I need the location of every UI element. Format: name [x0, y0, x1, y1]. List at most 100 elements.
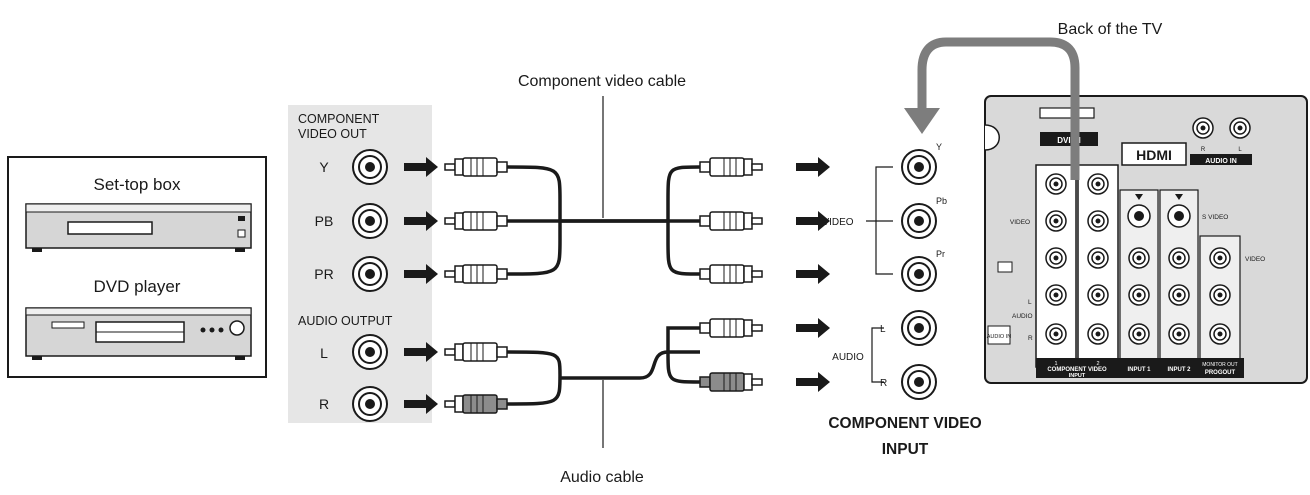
hdmi-label: HDMI: [1136, 147, 1172, 163]
plug-y-left: [444, 157, 508, 177]
dvd-player-icon: [25, 307, 252, 360]
plug-pr-left: [444, 264, 508, 284]
component-video-input-label-1: COMPONENT VIDEO: [828, 415, 981, 432]
bottom-input1-label: INPUT 1: [1127, 367, 1151, 373]
back-of-tv-label: Back of the TV: [1058, 21, 1163, 38]
set-top-box-icon: [25, 203, 252, 252]
source-output-panel: COMPONENT VIDEO OUT AUDIO OUTPUT Y PB PR…: [288, 105, 432, 423]
panel-s-video-label: S VIDEO: [1202, 214, 1228, 221]
bottom-input-label: INPUT: [1069, 373, 1086, 379]
cables: [506, 165, 701, 406]
panel-video-left-label: VIDEO: [1010, 219, 1030, 226]
audio-in-l-label: L: [1238, 147, 1242, 153]
dvd-player-label: DVD player: [94, 277, 181, 296]
tv-arrow-l-icon: [796, 318, 830, 338]
jack-y-label: Y: [319, 159, 329, 175]
panel-jack: [1168, 323, 1190, 345]
panel-jack: [1168, 284, 1190, 306]
tv-pr-label: Pr: [936, 249, 945, 259]
panel-jack: [1087, 210, 1109, 232]
tv-arrow-y-icon: [796, 157, 830, 177]
panel-jack: [1128, 323, 1150, 345]
panel-jack: [1128, 284, 1150, 306]
audio-cable-label: Audio cable: [560, 469, 644, 486]
tv-y-label: Y: [936, 142, 942, 152]
bottom-progout-label: PROGOUT: [1205, 370, 1236, 376]
panel-jack: [1087, 323, 1109, 345]
tv-jack-r: [901, 364, 937, 400]
component-video-out-label-2: VIDEO OUT: [298, 127, 367, 141]
audio-cable-lower: [666, 351, 701, 384]
jack-pr-label: PR: [314, 266, 333, 282]
panel-jack: [1045, 284, 1067, 306]
source-jack-pb: [352, 203, 388, 239]
dvi-in-label: DVI IN: [1057, 136, 1081, 145]
panel-jack: [1045, 173, 1067, 195]
panel-jack: [1209, 247, 1231, 269]
plug-pr-right: [699, 264, 763, 284]
audio-in-l-jack: [1229, 117, 1251, 139]
tv-jack-y: [901, 149, 937, 185]
panel-audio-in-small-label: AUDIO IN: [987, 334, 1011, 340]
plug-pb-left: [444, 211, 508, 231]
panel-jack: [1168, 247, 1190, 269]
tv-r-label: R: [880, 378, 887, 389]
panel-jack: [1128, 247, 1150, 269]
tv-l-label: L: [880, 324, 886, 335]
panel-jack: [1087, 247, 1109, 269]
audio-group-label: AUDIO: [832, 352, 864, 363]
source-jack-l: [352, 334, 388, 370]
plug-r-left: [444, 394, 508, 414]
tv-arrow-r-icon: [796, 372, 830, 392]
bottom-monitor-out-label: MONITOR OUT: [1202, 362, 1237, 368]
component-video-out-label-1: COMPONENT: [298, 112, 380, 126]
tv-back-panel: DVI IN HDMI R L AUDIO IN: [984, 95, 1308, 384]
bottom-component-video-label: COMPONENT VIDEO: [1047, 367, 1107, 373]
video-group-label: VIDEO: [822, 217, 853, 228]
audio-cable-left: [506, 350, 562, 406]
plug-l-right: [699, 318, 763, 338]
jack-l-label: L: [320, 345, 328, 361]
tv-jack-l: [901, 310, 937, 346]
tv-arrow-pr-icon: [796, 264, 830, 284]
plug-y-right: [699, 157, 763, 177]
audio-in-r-label: R: [1201, 147, 1206, 153]
tv-jack-pb: [901, 203, 937, 239]
panel-audio-r-label: R: [1028, 335, 1033, 342]
source-devices-box: Set-top box DVD player: [7, 156, 267, 378]
source-jack-r: [352, 386, 388, 422]
panel-jack: [1045, 247, 1067, 269]
panel-jack: [1087, 173, 1109, 195]
bottom-1-label: 1: [1054, 361, 1057, 367]
tv-pb-label: Pb: [936, 196, 947, 206]
tv-arrows: [796, 157, 830, 392]
panel-jack: [1045, 210, 1067, 232]
tv-component-inputs: Y Pb Pr VIDEO L R AUDIO COMPONENT VIDEO …: [822, 142, 981, 458]
jack-pb-label: PB: [315, 213, 334, 229]
source-jack-y: [352, 149, 388, 185]
panel-jack: [1087, 284, 1109, 306]
component-video-input-label-2: INPUT: [882, 441, 929, 458]
left-plugs: [444, 157, 508, 414]
panel-audio-label: AUDIO: [1012, 313, 1033, 320]
panel-jack: [1045, 323, 1067, 345]
panel-jack: [1209, 323, 1231, 345]
panel-video-right-label: VIDEO: [1245, 256, 1265, 263]
panel-jack: [1209, 284, 1231, 306]
audio-in-label: AUDIO IN: [1205, 158, 1237, 165]
audio-in-r-jack: [1192, 117, 1214, 139]
jack-r-label: R: [319, 396, 329, 412]
audio-cable-upper: [560, 350, 700, 380]
set-top-box-label: Set-top box: [94, 175, 181, 194]
bottom-2-label: 2: [1096, 361, 1099, 367]
bottom-input2-label: INPUT 2: [1167, 367, 1191, 373]
component-video-cable-label: Component video cable: [518, 73, 686, 90]
panel-audio-l-label: L: [1028, 299, 1032, 306]
right-plugs: [699, 157, 763, 392]
audio-output-label: AUDIO OUTPUT: [298, 314, 393, 328]
plug-pb-right: [699, 211, 763, 231]
back-of-tv-arrow-icon: [904, 37, 1080, 180]
plug-l-left: [444, 342, 508, 362]
tv-jack-pr: [901, 256, 937, 292]
